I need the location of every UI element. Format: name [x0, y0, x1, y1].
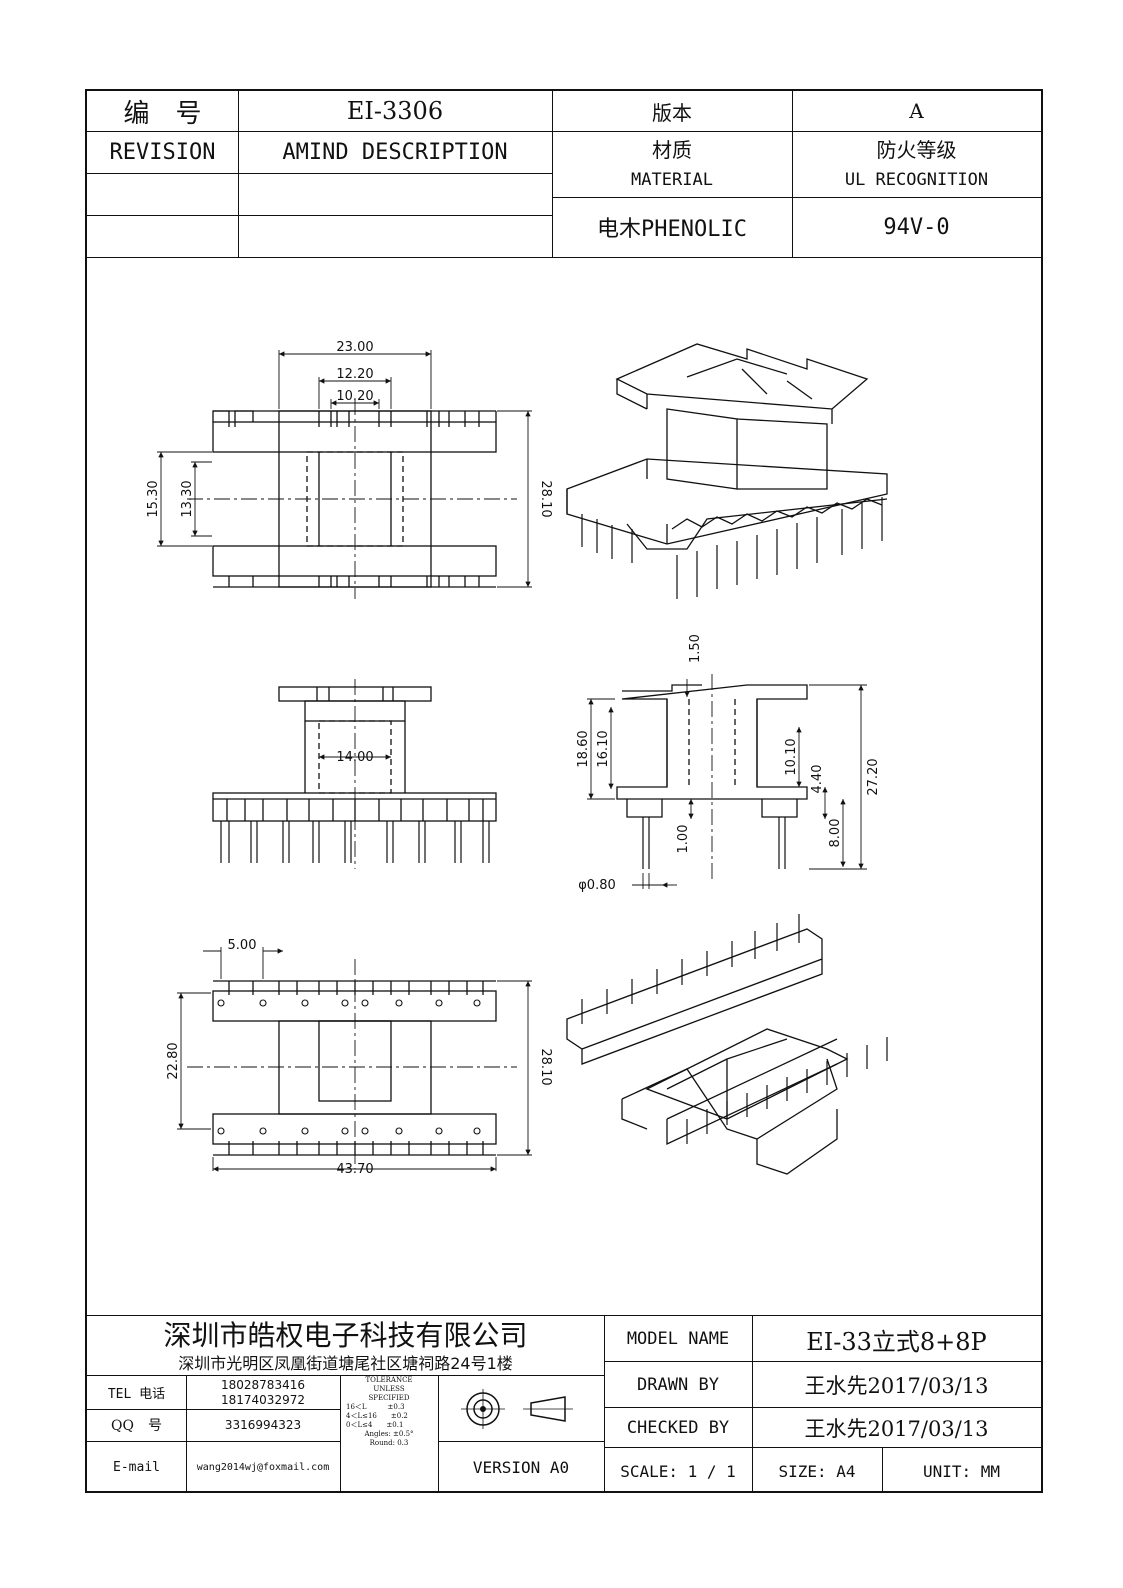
top-view [157, 350, 532, 599]
tolerance-row-5: Round: 0.3 [369, 1439, 409, 1447]
tolerance-row-1: 16＜L ±0.3 [346, 1403, 405, 1411]
ul-value: 94V-0 [883, 214, 950, 240]
drawn-by-value: 王水先2017/03/13 [804, 1374, 989, 1398]
dim-overall-width: 23.00 [336, 340, 373, 355]
company-name: 深圳市皓权电子科技有限公司 [163, 1319, 528, 1352]
company-address: 深圳市光明区凤凰街道塘尾社区塘祠路24号1楼 [178, 1354, 513, 1373]
bottom-view [177, 947, 532, 1172]
revision-label: REVISION [109, 139, 216, 165]
header-bottom-border [87, 257, 1041, 258]
header-divider [87, 173, 552, 174]
number-label: 编 号 [123, 98, 202, 129]
material-label-en: MATERIAL [631, 170, 713, 190]
unit-text: UNIT: MM [922, 1461, 1001, 1481]
tolerance-title-3: SPECIFIED [368, 1394, 410, 1402]
dim-right-height: 28.10 [538, 480, 553, 517]
projection-symbol-icon [461, 1389, 573, 1429]
tel-value-2: 18174032972 [221, 1392, 305, 1407]
dim-core-width: 10.20 [336, 389, 373, 404]
header-divider [792, 91, 793, 257]
qq-value: 3316994323 [224, 1418, 302, 1432]
dim-center-height: 10.10 [784, 738, 799, 775]
title-block-divider [604, 1315, 605, 1493]
dim-left-outer: 15.30 [146, 480, 161, 517]
dim-step: 4.40 [810, 765, 825, 794]
dim-inner-width: 12.20 [336, 367, 373, 382]
dim-left-inner: 13.30 [180, 480, 195, 517]
tel-value-1: 18028783416 [221, 1377, 305, 1392]
title-block-divider [186, 1375, 187, 1493]
tolerance-row-3: 0＜L≤4 ±0.1 [346, 1421, 404, 1429]
dim-bottom-left-height: 22.80 [166, 1042, 181, 1079]
material-label-cn: 材质 [652, 137, 692, 162]
title-block-divider [87, 1375, 604, 1376]
size-text: SIZE: A4 [778, 1461, 856, 1481]
dim-top-gap: 1.50 [688, 634, 703, 663]
checked-by-value: 王水先2017/03/13 [804, 1417, 989, 1441]
iso-view-bottom [566, 914, 888, 1175]
technical-drawing: 23.00 12.20 10.20 15.30 13.30 28.10 14.0… [146, 340, 888, 1177]
scale-text: SCALE: 1 / 1 [620, 1461, 736, 1481]
tel-label: TEL 电话 [107, 1386, 166, 1402]
fire-grade-label-cn: 防火等级 [876, 137, 957, 162]
dim-bottom-right-height: 28.10 [538, 1048, 553, 1085]
header-divider [552, 91, 553, 257]
dim-overall-height: 27.20 [866, 758, 881, 795]
side-view [587, 674, 867, 889]
dim-pin-length: 8.00 [828, 819, 843, 848]
qq-label: QQ 号 [111, 1418, 162, 1434]
title-block-divider [340, 1375, 341, 1493]
email-value: wang2014wj@foxmail.com [196, 1461, 330, 1473]
title-block-divider [604, 1407, 1041, 1408]
title-block-divider [604, 1361, 1041, 1362]
dim-pin-diameter: φ0.80 [578, 878, 616, 893]
fire-grade-label-en: UL RECOGNITION [844, 170, 989, 190]
dim-pin-pitch: 5.00 [228, 938, 257, 953]
drawn-by-label: DRAWN BY [637, 1375, 719, 1395]
version-value: A [909, 99, 924, 123]
dim-base: 1.00 [676, 825, 691, 854]
title-block-divider [87, 1409, 340, 1410]
version-text: VERSION A0 [472, 1457, 570, 1477]
tolerance-block: TOLERANCE UNLESS SPECIFIED 16＜L ±0.3 4＜L… [340, 1376, 438, 1492]
tolerance-title-2: UNLESS [373, 1385, 405, 1393]
header-divider [87, 131, 1041, 132]
email-label: E-mail [113, 1459, 160, 1475]
part-number: EI-3306 [346, 97, 444, 125]
model-name-label: MODEL NAME [626, 1329, 730, 1349]
dim-center-width: 14.00 [336, 750, 373, 765]
title-block-divider [604, 1447, 1041, 1448]
description-label: AMIND DESCRIPTION [282, 139, 508, 165]
dim-bottom-overall-width: 43.70 [336, 1162, 373, 1177]
dim-side-left-outer: 18.60 [576, 730, 591, 767]
title-block-divider [438, 1441, 604, 1442]
header-divider [552, 197, 1041, 198]
title-block-top-border [87, 1315, 1041, 1316]
title-block-divider [87, 1441, 340, 1442]
tolerance-row-2: 4＜L≤16 ±0.2 [346, 1412, 408, 1420]
checked-by-label: CHECKED BY [626, 1418, 730, 1438]
title-block-divider [882, 1447, 883, 1493]
material-value: 电木PHENOLIC [597, 217, 747, 242]
title-block-divider [752, 1315, 753, 1493]
drawing-sheet: 编 号 EI-3306 版本 A REVISION AMIND DESCRIPT… [85, 89, 1043, 1493]
header-divider [238, 91, 239, 257]
tolerance-row-4: Angles: ±0.5° [364, 1430, 414, 1438]
model-name-value: EI-33立式8+8P [806, 1327, 987, 1356]
header-divider [87, 215, 552, 216]
title-block-divider [438, 1375, 439, 1493]
tolerance-title-1: TOLERANCE [365, 1376, 413, 1384]
iso-view-top [566, 343, 888, 599]
dim-side-left-inner: 16.10 [596, 730, 611, 767]
version-label: 版本 [652, 100, 692, 125]
front-view [212, 679, 497, 869]
